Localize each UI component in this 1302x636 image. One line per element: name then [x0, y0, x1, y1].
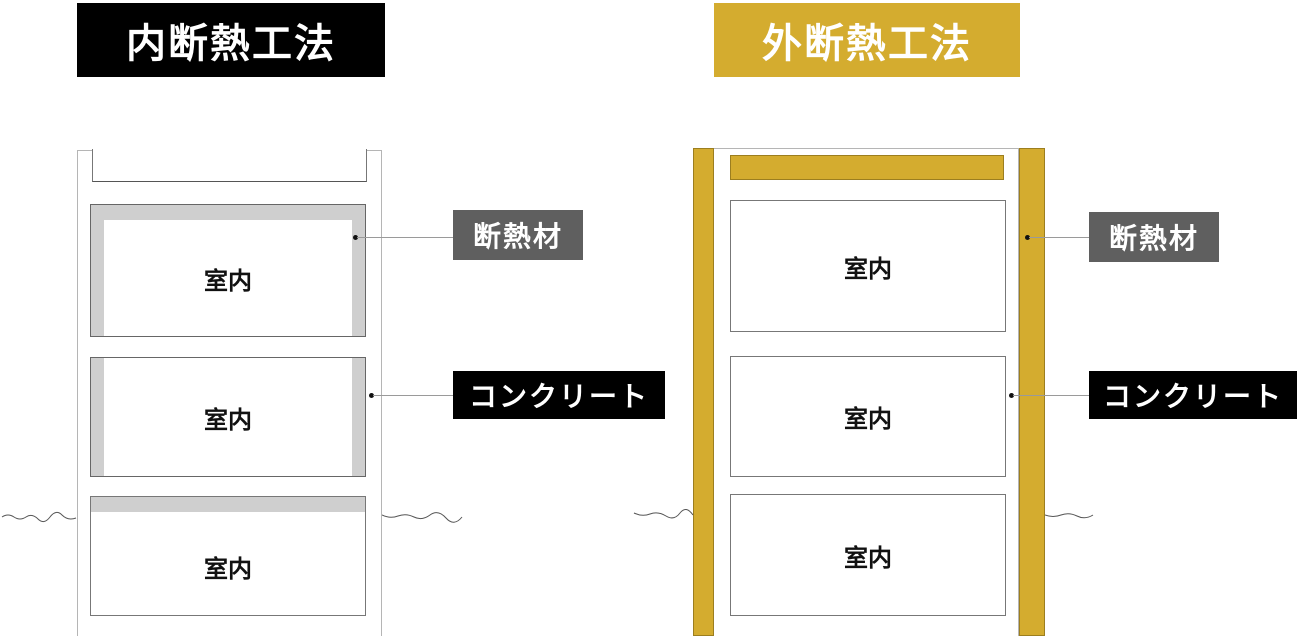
internal-insulation-title: 内断熱工法 [77, 3, 385, 77]
insulation-label: 断熱材 [453, 210, 583, 260]
concrete-label: コンクリート [453, 371, 665, 419]
room: 室内 [104, 220, 352, 336]
leader-line [373, 395, 453, 396]
room: 室内 [730, 200, 1006, 332]
room: 室内 [104, 358, 352, 476]
roof-parapet [92, 149, 367, 182]
leader-line [1013, 395, 1089, 396]
insulation-layer [91, 497, 365, 512]
ground-line [633, 509, 694, 519]
leader-line [357, 237, 453, 238]
insulation-roof [730, 155, 1004, 180]
leader-dot [353, 235, 358, 240]
external-insulation-title: 外断熱工法 [714, 3, 1020, 77]
insulation-label: 断熱材 [1089, 212, 1219, 262]
leader-dot [369, 393, 374, 398]
room: 室内 [90, 496, 366, 616]
insulation-wall-right [1019, 148, 1045, 636]
ground-line [382, 512, 463, 523]
room: 室内 [730, 494, 1006, 616]
leader-dot [1009, 393, 1014, 398]
leader-dot [1025, 235, 1030, 240]
leader-line [1029, 237, 1089, 238]
insulation-wall-left [693, 148, 714, 636]
ground-line [1045, 513, 1094, 519]
ground-line [1, 511, 77, 523]
room: 室内 [730, 356, 1006, 477]
concrete-label: コンクリート [1089, 371, 1297, 419]
